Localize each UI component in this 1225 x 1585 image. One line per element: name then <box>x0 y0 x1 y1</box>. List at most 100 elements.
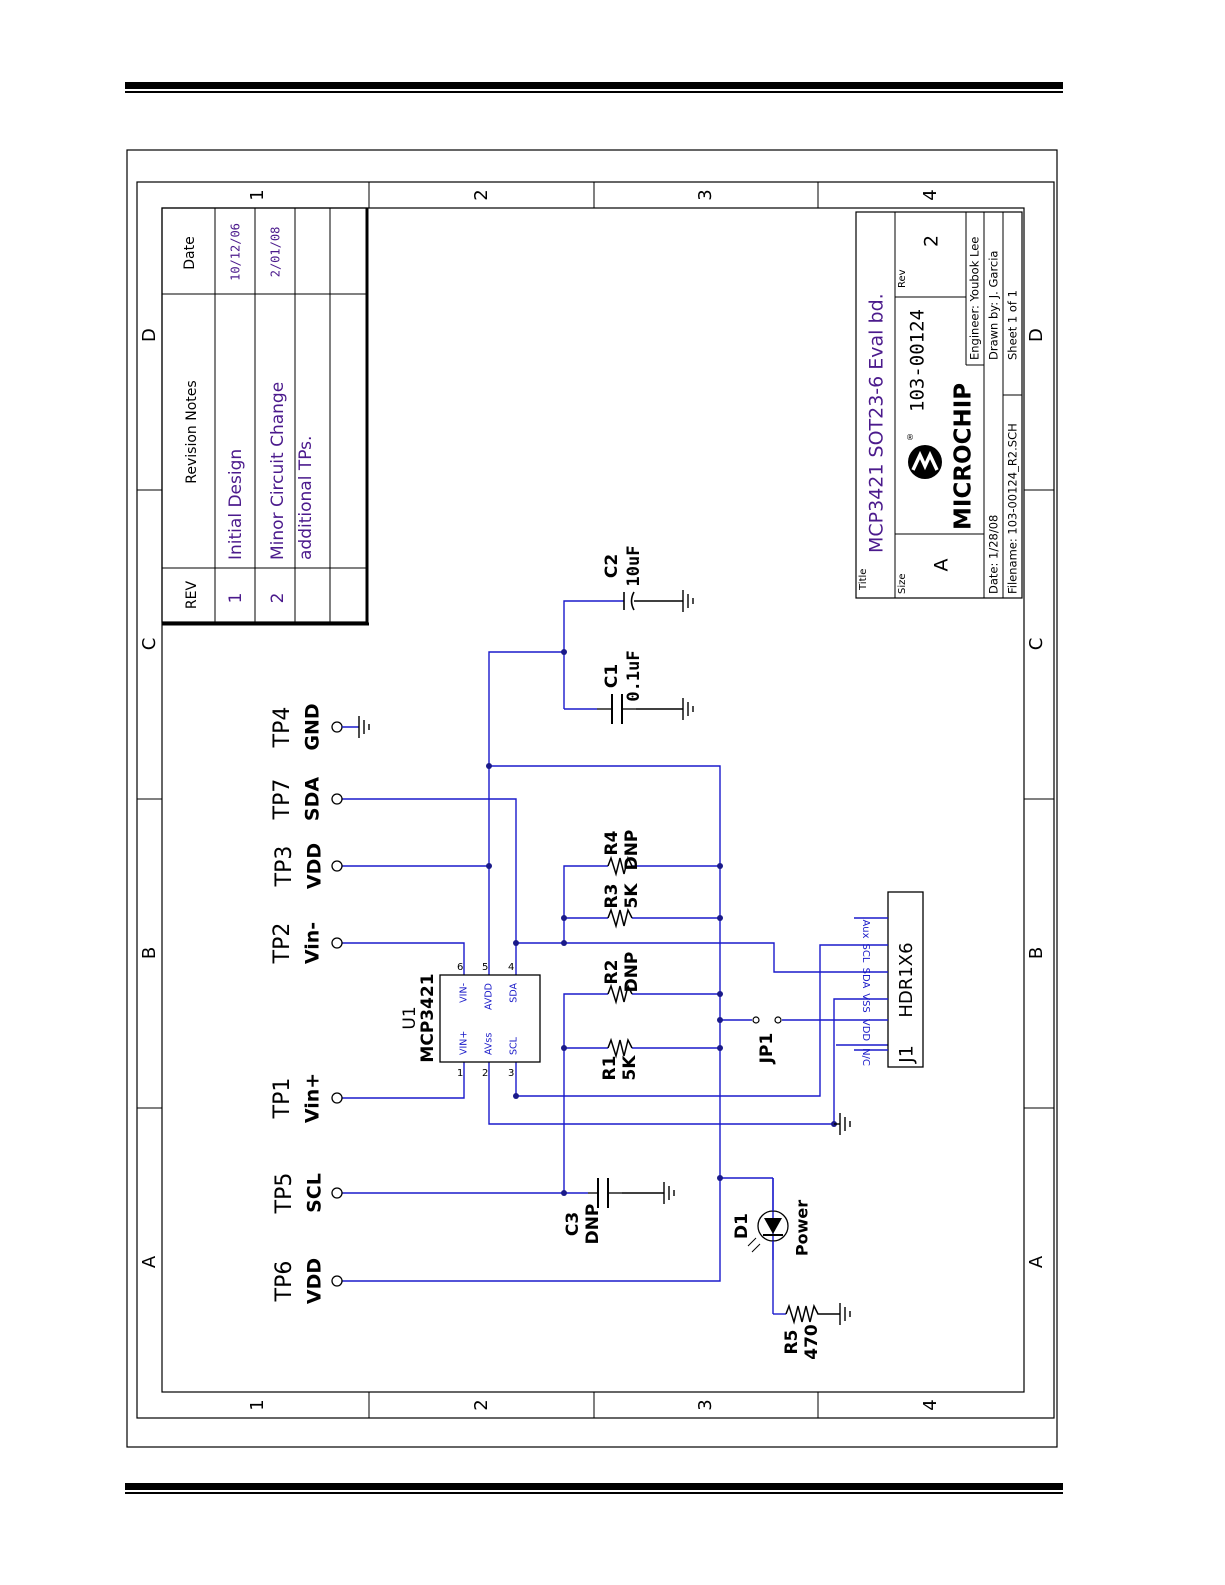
resistor-r3: R3 5K <box>602 883 642 929</box>
c3-ref: C3 <box>563 1212 583 1236</box>
r1-value: 5K <box>620 1055 640 1081</box>
revision-row-1-notes: Initial Design <box>226 449 246 560</box>
j1-ref: J1 <box>896 1045 918 1064</box>
u1-pin-5-num: 5 <box>482 962 488 973</box>
tp6-ref: TP6 <box>272 1261 297 1303</box>
zone-row-right-c: C <box>1026 638 1047 651</box>
led-d1: D1 Power <box>732 1178 812 1260</box>
zone-border: 1 2 3 4 1 2 3 4 D C B A D C B A <box>137 182 1054 1418</box>
tp4-net: GND <box>302 703 324 750</box>
c1-ref: C1 <box>602 664 622 688</box>
rev-value: 2 <box>921 235 943 247</box>
u1-pin-6-num: 6 <box>457 962 463 973</box>
title-text: MCP3421 SOT23-6 Eval bd. <box>866 293 888 553</box>
d1-value: Power <box>793 1200 812 1256</box>
zone-row-left-c: C <box>139 638 160 651</box>
ground-symbol-r5 <box>822 1303 851 1325</box>
c2-value: 10uF <box>624 546 644 587</box>
zone-row-right-a: A <box>1026 1255 1047 1268</box>
u1-part: MCP3421 <box>418 973 438 1062</box>
tp2-net: Vin- <box>302 922 324 964</box>
tp7-net: SDA <box>302 777 324 821</box>
title-filename: Filename: 103-00124_R2.SCH <box>1006 423 1020 594</box>
j1-pin-1-name: N/C <box>860 1048 871 1066</box>
tp6-net: VDD <box>304 1258 326 1304</box>
tp5-net: SCL <box>304 1173 326 1213</box>
tp1-ref: TP1 <box>270 1078 295 1120</box>
zone-col-bottom-1: 1 <box>247 1399 268 1410</box>
capacitor-c3: C3 DNP <box>563 1178 622 1244</box>
revision-row-2-notes-line-2: additional TPs. <box>296 436 316 560</box>
revision-table: REV Revision Notes Date 1 Initial Design… <box>161 207 369 626</box>
r5-value: 470 <box>802 1324 822 1360</box>
size-caption: Size <box>897 573 908 594</box>
test-point-tp1: TP1 Vin+ <box>270 1073 343 1123</box>
revision-header-notes: Revision Notes <box>184 380 200 483</box>
revision-row-2-notes-line-1: Minor Circuit Change <box>268 382 288 560</box>
tp4-ref: TP4 <box>270 707 295 749</box>
r5-ref: R5 <box>782 1330 802 1355</box>
document-number: 103-00124 <box>907 309 929 412</box>
tp5-ref: TP5 <box>272 1173 297 1215</box>
revision-header-rev: REV <box>184 581 200 610</box>
revision-row-2-rev: 2 <box>268 593 288 604</box>
r4-value: DNP <box>622 830 642 871</box>
page-header-rule <box>125 82 1063 93</box>
capacitor-c2: C2 10uF <box>602 546 644 611</box>
u1-pin-1-num: 1 <box>457 1068 463 1079</box>
zone-col-bottom-2: 2 <box>471 1399 492 1410</box>
microchip-logo: ® MICROCHIP <box>906 383 977 530</box>
u1-pin-3-name: SCL <box>509 1036 520 1055</box>
j1-pin-5-name: SCL <box>860 944 871 963</box>
logo-registered-mark: ® <box>906 433 914 442</box>
u1-ref: U1 <box>400 1006 420 1029</box>
c2-ref: C2 <box>602 554 622 578</box>
u1-pin-4-num: 4 <box>508 962 514 973</box>
header-j1: N/C VDD VSS SDA SCL Aux J1 HDR1X6 <box>836 891 924 1068</box>
ground-symbol-c2 <box>634 590 694 612</box>
title-drawn-by: Drawn by: J. Garcia <box>987 251 1001 360</box>
zone-row-left-a: A <box>139 1255 160 1268</box>
capacitor-c1: C1 0.1uF <box>597 650 644 724</box>
title-block: Title MCP3421 SOT23-6 Eval bd. Size A ® … <box>855 211 1023 599</box>
resistor-r4: R4 DNP <box>602 830 642 877</box>
test-point-tp3: TP3 VDD <box>272 843 343 889</box>
zone-row-left-d: D <box>139 328 160 342</box>
title-engineer: Engineer: Youbok Lee <box>968 237 982 360</box>
u1-mcp3421: U1 MCP3421 1 2 3 4 5 6 VIN+ AVss SCL SDA… <box>400 962 541 1079</box>
title-caption: Title <box>858 569 869 591</box>
size-value: A <box>931 559 953 572</box>
zone-col-bottom-3: 3 <box>695 1399 716 1410</box>
j1-pin-4-name: SDA <box>860 968 871 989</box>
zone-row-left-b: B <box>139 947 160 959</box>
ground-symbol-tp4 <box>358 716 370 738</box>
r2-value: DNP <box>622 952 642 993</box>
u1-pin-6-name: VIN- <box>459 983 470 1003</box>
d1-ref: D1 <box>732 1213 752 1239</box>
u1-pin-2-name: AVss <box>484 1033 495 1055</box>
j1-pin-2-name: VDD <box>860 1019 871 1042</box>
jumper-jp1: JP1 <box>752 1016 782 1064</box>
tp7-ref: TP7 <box>270 779 295 821</box>
rev-caption: Rev <box>897 269 908 288</box>
drawing-inner-frame <box>161 207 1025 1393</box>
ground-symbol-c3 <box>622 1182 675 1204</box>
zone-col-top-2: 2 <box>471 189 492 200</box>
net-wires <box>342 600 888 1282</box>
zone-row-right-b: B <box>1026 947 1047 959</box>
u1-pin-5-name: AVDD <box>484 983 495 1010</box>
zone-col-top-3: 3 <box>695 189 716 200</box>
resistor-r1: R1 5K <box>600 1037 640 1081</box>
u1-pin-2-num: 2 <box>482 1068 488 1079</box>
ground-symbol-c1 <box>636 698 694 720</box>
logo-wordmark: MICROCHIP <box>951 383 977 530</box>
u1-pin-3-num: 3 <box>508 1068 514 1079</box>
revision-row-2-date: 2/01/08 <box>269 227 283 278</box>
r1-ref: R1 <box>600 1056 620 1081</box>
revision-header-date: Date <box>182 236 198 269</box>
r3-value: 5K <box>622 883 642 909</box>
tp2-ref: TP2 <box>270 923 295 965</box>
revision-row-1-rev: 1 <box>226 593 246 604</box>
zone-col-top-1: 1 <box>247 189 268 200</box>
